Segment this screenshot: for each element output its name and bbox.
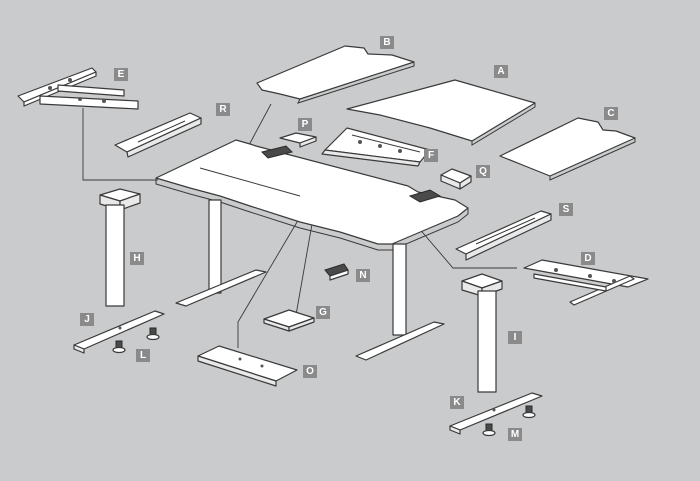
part-k-right-foot xyxy=(449,392,543,435)
leader-o-to-desk xyxy=(237,199,311,348)
part-b-desktop-left-panel xyxy=(256,45,415,104)
svg-text:L: L xyxy=(140,350,146,361)
svg-text:R: R xyxy=(219,104,227,115)
main-desk-assembly xyxy=(155,139,469,251)
part-n-hand-controller xyxy=(324,263,349,281)
part-f-cable-tray xyxy=(321,127,431,167)
label-o: O xyxy=(303,365,317,378)
svg-text:K: K xyxy=(453,397,461,408)
svg-text:D: D xyxy=(584,253,591,264)
leader-e-to-desk xyxy=(82,108,158,181)
part-q-control-box xyxy=(440,168,472,190)
label-k: K xyxy=(450,396,464,409)
label-i: I xyxy=(508,331,522,344)
svg-text:A: A xyxy=(497,66,504,77)
svg-text:F: F xyxy=(428,150,434,161)
svg-text:I: I xyxy=(514,332,517,343)
label-m: M xyxy=(508,428,522,441)
svg-text:P: P xyxy=(302,119,309,130)
part-m-leveling-feet xyxy=(482,405,536,437)
part-labels: B A E R C P F Q S D H N G J I L O K M xyxy=(80,36,618,441)
label-h: H xyxy=(130,252,144,265)
svg-text:O: O xyxy=(306,366,314,377)
part-g-power-supply xyxy=(263,309,315,332)
svg-text:B: B xyxy=(383,37,390,48)
part-a-desktop-center-panel xyxy=(346,79,536,146)
part-d-right-bracket xyxy=(523,259,649,306)
part-p-connector-plate xyxy=(279,132,317,148)
label-p: P xyxy=(298,118,312,131)
label-e: E xyxy=(114,68,128,81)
svg-text:C: C xyxy=(607,108,614,119)
label-n: N xyxy=(356,269,370,282)
label-d: D xyxy=(581,252,595,265)
part-h-left-column xyxy=(99,188,141,307)
label-b: B xyxy=(380,36,394,49)
part-l-leveling-feet xyxy=(112,327,160,354)
label-a: A xyxy=(494,65,508,78)
svg-text:E: E xyxy=(118,69,125,80)
label-j: J xyxy=(80,313,94,326)
svg-text:G: G xyxy=(319,307,327,318)
part-c-desktop-right-panel xyxy=(499,117,636,181)
svg-text:Q: Q xyxy=(479,166,487,177)
label-s: S xyxy=(559,203,573,216)
label-f: F xyxy=(424,149,438,162)
part-i-right-column xyxy=(461,273,503,393)
part-j-left-foot xyxy=(73,310,165,354)
label-c: C xyxy=(604,107,618,120)
label-r: R xyxy=(216,103,230,116)
label-l: L xyxy=(136,349,150,362)
label-q: Q xyxy=(476,165,490,178)
svg-text:M: M xyxy=(511,429,519,440)
svg-text:J: J xyxy=(84,314,90,325)
svg-text:S: S xyxy=(563,204,570,215)
part-r-left-rail xyxy=(114,112,202,158)
part-s-right-rail xyxy=(455,210,552,261)
part-o-cable-channel xyxy=(197,345,298,387)
desk-left-leg xyxy=(175,199,267,307)
label-g: G xyxy=(316,306,330,319)
part-e-left-bracket xyxy=(17,67,139,110)
svg-text:H: H xyxy=(133,253,140,264)
desk-right-leg xyxy=(355,243,445,361)
svg-text:N: N xyxy=(359,270,366,281)
